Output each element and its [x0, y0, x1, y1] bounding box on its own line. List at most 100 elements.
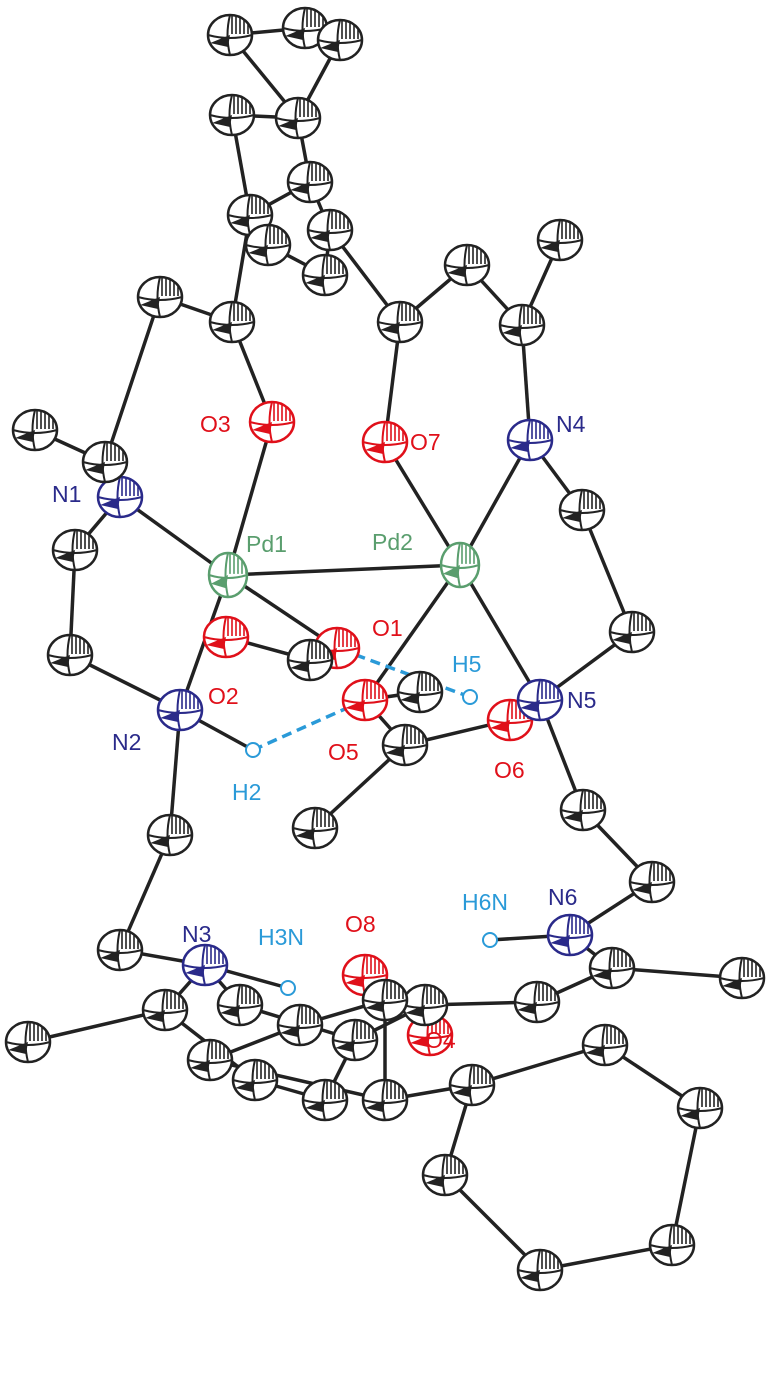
atom-c19 [513, 980, 561, 1024]
atom-cc [291, 806, 339, 850]
atom-p5 [516, 1248, 564, 1292]
atom-p2 [581, 1023, 629, 1067]
atom-o3 [248, 400, 296, 444]
label-o5: O5 [328, 739, 359, 765]
bond-Pd1-Pd2 [227, 563, 461, 577]
atom-r3 [301, 1078, 349, 1122]
atom-me [4, 1020, 52, 1064]
atom-c15 [146, 813, 194, 857]
atom-h6n [482, 932, 498, 948]
label-pd2: Pd2 [372, 529, 413, 555]
atom-c5 [136, 275, 184, 319]
label-h5: H5 [452, 651, 481, 677]
label-n2: N2 [112, 729, 141, 755]
atom-o2 [202, 615, 250, 659]
atom-t5 [206, 13, 254, 57]
atom-c18 [718, 956, 766, 1000]
bond-C11-C12 [580, 509, 634, 633]
atom-t10 [244, 223, 292, 267]
label-o1: O1 [372, 615, 403, 641]
atom-n1 [96, 475, 144, 519]
atom-r9 [276, 1003, 324, 1047]
atom-c4 [11, 408, 59, 452]
atom-c7 [376, 300, 424, 344]
bond-Pd1-O3 [226, 421, 274, 576]
atom-r1 [216, 983, 264, 1027]
atom-cd [396, 670, 444, 714]
atom-t4 [274, 96, 322, 140]
atom-c6 [208, 300, 256, 344]
atom-c10 [536, 218, 584, 262]
label-pd1: Pd1 [246, 531, 287, 557]
label-o3: O3 [200, 411, 231, 437]
label-n3: N3 [182, 921, 211, 947]
bond-Pd2-O7 [383, 441, 462, 566]
atom-c9 [498, 303, 546, 347]
label-n6: N6 [548, 884, 577, 910]
atom-r6 [186, 1038, 234, 1082]
atom-labels: Pd1 Pd2 O1 O2 O3 O4 O5 O6 O7 O8 N1 N2 N3… [52, 411, 596, 1053]
atom-c17 [588, 946, 636, 990]
label-h3n: H3N [258, 924, 304, 950]
atom-c1 [51, 528, 99, 572]
label-o4: O4 [425, 1027, 456, 1053]
atom-o5 [341, 678, 389, 722]
atom-t3 [286, 160, 334, 204]
atom-n5 [516, 678, 564, 722]
atom-p4 [648, 1223, 696, 1267]
atom-t9 [301, 253, 349, 297]
atom-c8 [443, 243, 491, 287]
atom-p1 [448, 1063, 496, 1107]
label-h6n: H6N [462, 889, 508, 915]
bond-P5-P6 [443, 1173, 542, 1272]
bond-P3-P4 [670, 1107, 702, 1246]
bond-Pd2-N4 [458, 439, 532, 566]
atom-r5 [141, 988, 189, 1032]
atom-h5 [462, 689, 478, 705]
label-o7: O7 [410, 429, 441, 455]
atom-n2 [156, 688, 204, 732]
atom-c20 [401, 983, 449, 1027]
atom-t7 [208, 93, 256, 137]
label-o6: O6 [494, 757, 525, 783]
label-h2: H2 [232, 779, 261, 805]
label-o8: O8 [345, 911, 376, 937]
atom-o7 [361, 420, 409, 464]
bond-Pd2-N5 [458, 564, 542, 701]
atom-t8 [316, 18, 364, 62]
bond-Pd2-O5 [363, 563, 462, 702]
atom-n3 [181, 943, 229, 987]
atom-p3 [676, 1086, 724, 1130]
atom-n4 [506, 418, 554, 462]
atom-c2 [46, 633, 94, 677]
atom-r2 [331, 1018, 379, 1062]
atom-ca [286, 638, 334, 682]
bond-P1-P2 [471, 1043, 606, 1087]
atom-t6 [281, 6, 329, 50]
atom-c14 [628, 860, 676, 904]
label-o2: O2 [208, 683, 239, 709]
atom-pd2 [439, 541, 481, 589]
bond-R5-Me [27, 1008, 166, 1044]
atoms [4, 6, 766, 1292]
atom-pd1 [207, 551, 249, 599]
label-n4: N4 [556, 411, 586, 437]
bond-C3-C5 [103, 296, 162, 463]
atom-r8 [361, 1078, 409, 1122]
atom-cb [381, 723, 429, 767]
atom-r7 [361, 978, 409, 1022]
atom-n6 [546, 913, 594, 957]
atom-c3 [81, 440, 129, 484]
atom-c12 [608, 610, 656, 654]
label-n5: N5 [567, 687, 596, 713]
atom-r4 [231, 1058, 279, 1102]
hydrogen-bond-H5-O1 [336, 646, 471, 699]
atom-t2 [306, 208, 354, 252]
atom-h3n [280, 980, 296, 996]
atom-c16 [96, 928, 144, 972]
atom-c11 [558, 488, 606, 532]
atom-h2 [245, 742, 261, 758]
atom-c13 [559, 788, 607, 832]
